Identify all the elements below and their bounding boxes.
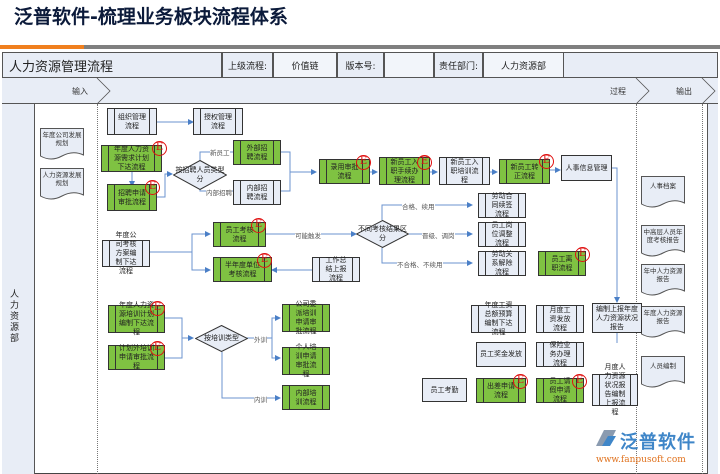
node-salary-budget[interactable]: 年度工资总额预算编制下达流程 [471, 301, 526, 336]
node-company-train[interactable]: 公司委派培训申请审批流程 [282, 300, 330, 335]
logo-url: www.fanpusoft.com [596, 455, 686, 465]
fanpu-logo-icon [596, 430, 616, 446]
input-doc-label: 人力资源发展规划 [42, 171, 82, 187]
node-annual-plan[interactable]: 年度人力资源需求计划下达流程 [101, 145, 162, 172]
version-value [384, 52, 434, 78]
output-doc-label: 人事档案 [650, 182, 676, 190]
node-internal-train[interactable]: 内部培训流程 [282, 385, 330, 410]
node-emp-eval[interactable]: 员工考核流程 [213, 222, 266, 247]
e-mark-icon: E [150, 301, 165, 316]
node-kpi-plan[interactable]: 年度公司考核方案编制下达流程 [102, 231, 150, 275]
edge-label-pass: 合格、续用 [402, 201, 435, 211]
output-doc-label: 年度人力资源报告 [643, 309, 683, 325]
header-spacer [564, 52, 718, 78]
phase-output: 输出 [676, 87, 692, 96]
title-underline [84, 45, 720, 49]
node-annual-report[interactable]: 编制上报年度人力资源状况报告 [592, 303, 642, 333]
output-right-divider [702, 104, 703, 474]
e-mark-icon: E [257, 253, 272, 268]
e-mark-icon: E [539, 154, 554, 169]
decision-by-train[interactable]: 按培训类型 [195, 325, 248, 352]
edge-label-internal-hire: 内部招聘 [206, 187, 232, 197]
node-insurance[interactable]: 保险业务办理流程 [536, 341, 584, 367]
node-renew[interactable]: 劳动合同续签流程 [478, 192, 526, 218]
output-divider [636, 104, 637, 474]
decision-label: 不同考核结果区分 [358, 225, 407, 242]
parent-value: 价值链 [273, 52, 337, 78]
decision-label: 按招聘人员类型分 [175, 166, 225, 183]
node-attendance[interactable]: 员工考勤 [422, 378, 467, 402]
e-mark-icon: E [513, 374, 528, 389]
parent-label: 上级流程: [222, 52, 273, 78]
phase-process: 过程 [610, 87, 626, 96]
output-doc: 年度人力资源报告 [641, 306, 685, 340]
decision-by-type[interactable]: 按招聘人员类型分 [173, 160, 227, 190]
output-doc: 年中人力资源报告 [641, 264, 685, 298]
right-column [707, 104, 718, 474]
node-auth[interactable]: 授权管理流程 [193, 108, 243, 135]
e-mark-icon: E [356, 155, 371, 170]
input-divider [97, 104, 98, 474]
e-mark-icon: E [417, 155, 432, 170]
edge-label-fail: 不合格、不续用 [397, 259, 443, 269]
output-doc: 人员编制 [641, 356, 685, 390]
node-hr-info[interactable]: 人事信息管理 [561, 155, 612, 181]
node-personal-train[interactable]: 个人培训申请审批流程 [282, 343, 330, 378]
node-training-new[interactable]: 新员工入职培训流程 [439, 157, 490, 185]
node-bonus[interactable]: 员工奖金发放 [476, 342, 526, 367]
edge-label-inside: 内训 [254, 394, 267, 404]
input-doc: 年度公司发展规划 [40, 128, 84, 162]
swimlane-header [2, 104, 35, 474]
phase-input: 输入 [72, 87, 88, 96]
e-mark-icon: E [145, 180, 160, 195]
output-doc-label: 年中人力资源报告 [643, 267, 683, 283]
decision-by-result[interactable]: 不同考核结果区分 [356, 220, 409, 248]
process-name: 人力资源管理流程 [2, 52, 222, 78]
input-doc: 人力资源发展规划 [40, 168, 84, 202]
node-org[interactable]: 组织管理流程 [107, 108, 157, 135]
node-monthly-report[interactable]: 月度人力资源状况报告编制上报流程 [592, 363, 638, 416]
phase-row [2, 78, 718, 104]
output-doc-label: 人员编制 [650, 362, 676, 370]
logo-name: 泛普软件 [620, 432, 696, 453]
dept-value: 人力资源部 [483, 52, 564, 78]
edge-label-promote: 晋级、调岗 [422, 230, 455, 240]
edge-label-new-staff: 新员工 [210, 147, 230, 157]
input-doc-label: 年度公司发展规划 [42, 131, 82, 147]
node-salary-pay[interactable]: 月度工资发放流程 [536, 305, 584, 333]
e-mark-icon: E [152, 141, 167, 156]
e-mark-icon: E [572, 374, 587, 389]
node-work-summary[interactable]: 工作总结上报流程 [312, 256, 360, 282]
e-mark-icon: E [150, 341, 165, 356]
node-terminate[interactable]: 劳动关系解除流程 [478, 250, 526, 276]
node-external[interactable]: 外部招聘流程 [233, 140, 281, 165]
version-label: 版本号: [337, 52, 384, 78]
output-doc-label: 中高层人员年度考核报告 [643, 228, 683, 244]
output-doc: 人事档案 [641, 176, 685, 210]
dept-label: 责任部门: [434, 52, 483, 78]
e-mark-icon: E [575, 247, 590, 262]
node-internal[interactable]: 内部招聘流程 [233, 180, 281, 205]
title-underline-accent [0, 45, 84, 49]
decision-label: 按培训类型 [204, 334, 239, 342]
e-mark-icon: E [251, 218, 266, 233]
edge-label-outside: 外训 [254, 334, 267, 344]
node-adjust[interactable]: 员工岗位调整流程 [478, 221, 526, 247]
edge-label-trigger: 可能触发 [295, 230, 321, 240]
page-title: 泛普软件-梳理业务板块流程体系 [14, 6, 288, 28]
swimlane-label: 人力资源部 [10, 290, 20, 344]
output-doc: 中高层人员年度考核报告 [641, 225, 685, 259]
